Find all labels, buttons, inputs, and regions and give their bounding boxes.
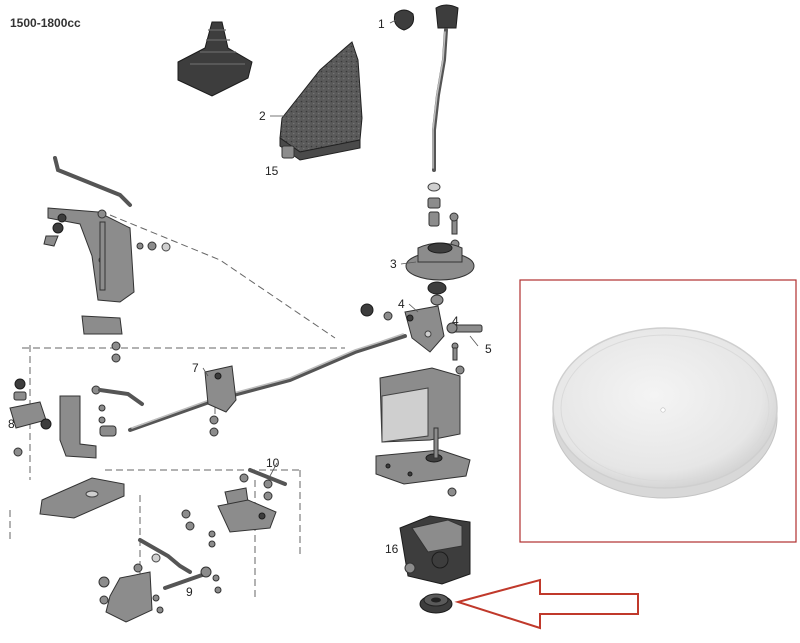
linkage-bracket	[360, 303, 483, 375]
inset-photo	[519, 279, 797, 543]
floor-plate	[39, 477, 125, 519]
assembly-guide-lines	[9, 214, 345, 600]
callout-5: 5	[485, 342, 492, 356]
gearbox-mount-part-16	[399, 515, 471, 585]
inset-disc-rim	[560, 334, 770, 482]
inset-disc	[552, 327, 778, 489]
shift-boot	[177, 21, 253, 97]
callout-9: 9	[186, 585, 193, 599]
rod-bracket-part-7	[204, 365, 237, 437]
highlight-arrow	[454, 578, 639, 630]
callout-2: 2	[259, 109, 266, 123]
callout-4-upper: 4	[398, 297, 405, 311]
lower-left-linkage-part-8	[9, 378, 144, 459]
callout-1: 1	[378, 17, 385, 31]
lever-housing-part-3	[405, 242, 475, 306]
shift-knob-part-1	[393, 9, 415, 31]
upper-left-linkage	[43, 156, 171, 363]
callout-4-lower: 4	[452, 314, 459, 328]
clip-part-15	[281, 145, 295, 159]
callout-labels: 1 2 3 4 4 5 7 8 9 10 15 16	[8, 17, 492, 599]
callout-3: 3	[390, 257, 397, 271]
callout-16: 16	[385, 542, 399, 556]
lower-linkage-part-9	[98, 538, 222, 623]
shift-plate-bracket	[375, 367, 471, 497]
callout-15: 15	[265, 164, 279, 178]
inset-disc-center-hole	[660, 407, 666, 413]
gear-lever	[427, 4, 460, 249]
callout-10: 10	[266, 456, 280, 470]
callout-8: 8	[8, 417, 15, 431]
callout-7: 7	[192, 361, 199, 375]
diagram-title: 1500-1800cc	[10, 16, 81, 30]
highlighted-bushing	[419, 593, 453, 614]
selector-rod	[128, 333, 407, 432]
linkage-assembly-part-10	[181, 468, 287, 548]
console-boot-part-2	[279, 41, 363, 161]
